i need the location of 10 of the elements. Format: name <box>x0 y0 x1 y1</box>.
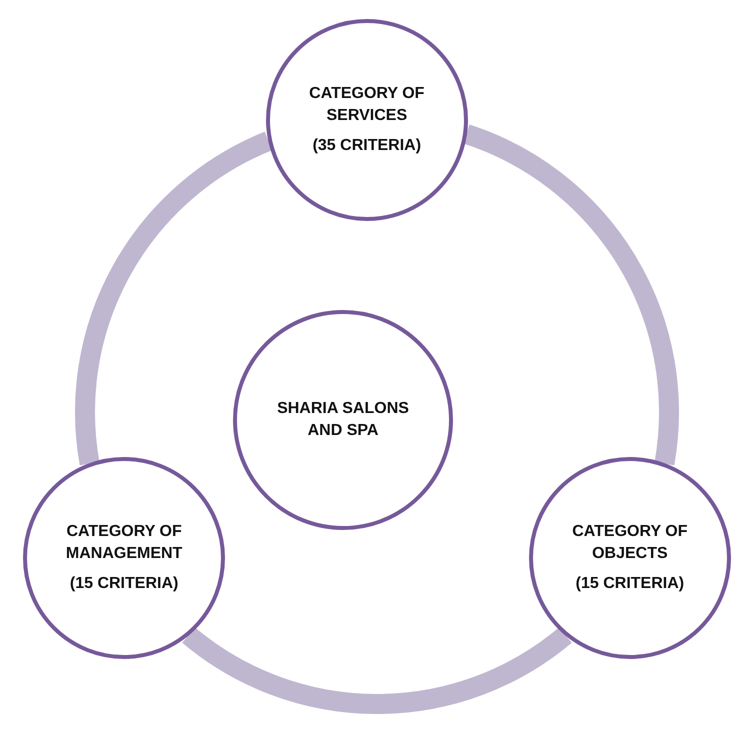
circle-title: CATEGORY OF SERVICES <box>308 84 426 126</box>
criteria-count: (15 CRITERIA) <box>70 574 178 594</box>
ring-arc <box>182 627 572 714</box>
criteria-count: (15 CRITERIA) <box>576 574 684 594</box>
ring-arc <box>75 132 273 465</box>
criteria-count: (35 CRITERIA) <box>312 136 422 156</box>
circle-title: CATEGORY OF MANAGEMENT <box>64 522 184 564</box>
circle-title: CATEGORY OF OBJECTS <box>571 522 688 564</box>
ring-arc <box>462 124 678 465</box>
circle-title: SHARIA SALONS AND SPA <box>276 399 410 441</box>
